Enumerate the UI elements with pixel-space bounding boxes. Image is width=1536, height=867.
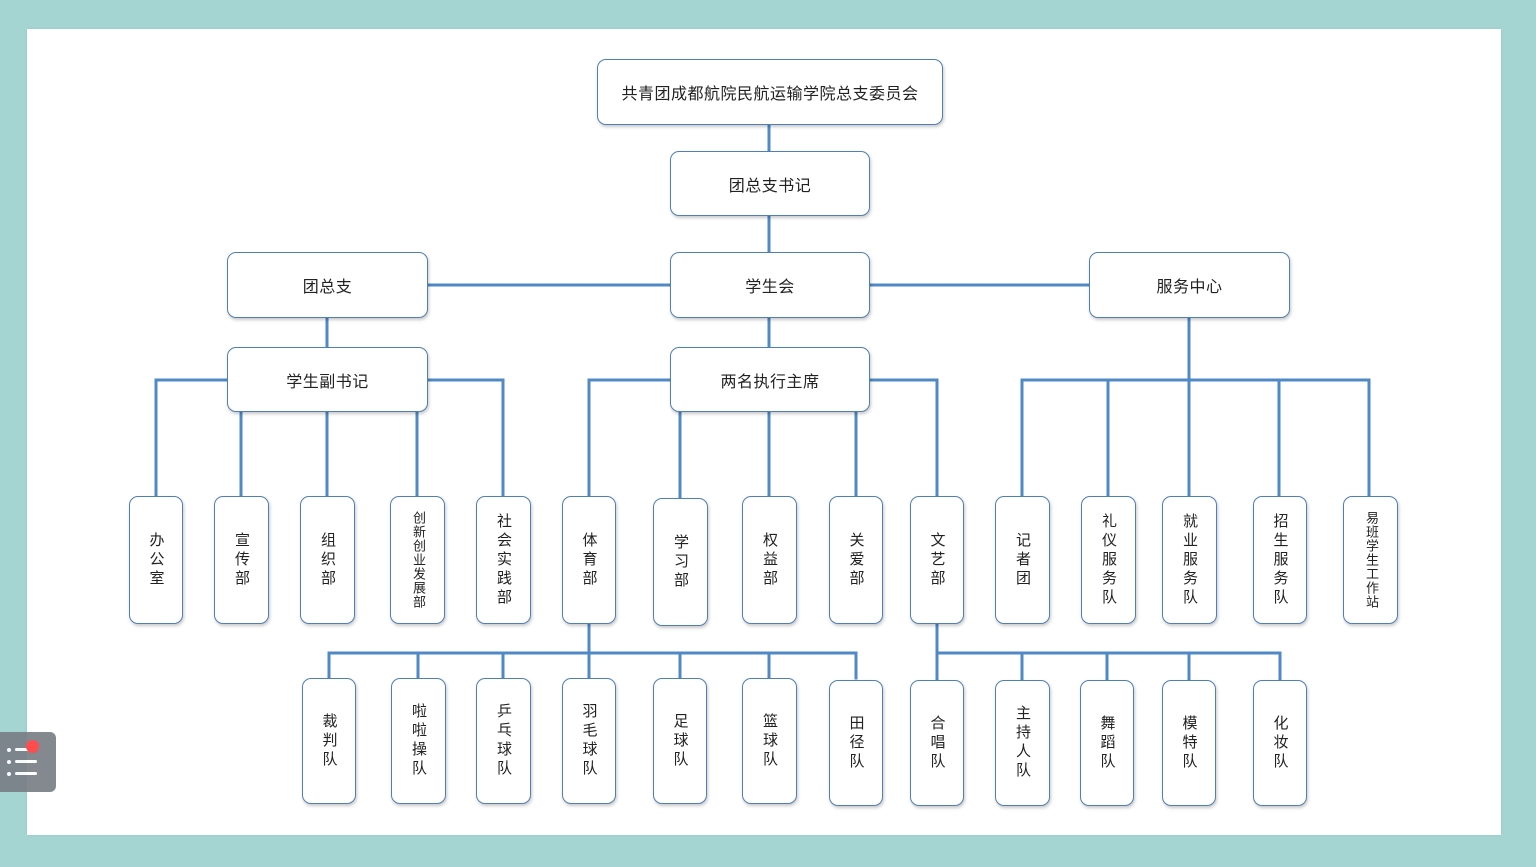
service-team-node: 记者团 <box>995 496 1050 624</box>
sports-team-label: 篮球队 <box>761 712 779 770</box>
service-team-node: 就业服务队 <box>1162 496 1217 624</box>
arts-team-label: 合唱队 <box>928 714 947 772</box>
sports-team-node: 啦啦操队 <box>391 678 446 804</box>
sports-team-node: 裁判队 <box>302 678 356 804</box>
executive-chairs-node: 两名执行主席 <box>670 347 870 412</box>
sports-team-label: 羽毛球队 <box>580 703 599 779</box>
department-label: 社会实践部 <box>495 512 513 608</box>
committee-title: 共青团成都航院民航运输学院总支委员会 <box>621 84 919 103</box>
service-center-label: 服务中心 <box>1156 277 1223 296</box>
sports-team-label: 田径队 <box>847 714 866 772</box>
arts-team-node: 主持人队 <box>995 680 1050 806</box>
student-union-label: 学生会 <box>745 277 795 296</box>
department-node: 办公室 <box>129 496 183 624</box>
department-label: 权益部 <box>761 531 779 589</box>
department-node: 组织部 <box>300 496 355 624</box>
department-label: 学习部 <box>672 533 690 591</box>
arts-team-label: 主持人队 <box>1014 705 1032 781</box>
sports-team-label: 啦啦操队 <box>410 703 428 779</box>
executive-chairs-label: 两名执行主席 <box>720 371 820 391</box>
department-node: 关爱部 <box>829 496 883 624</box>
sports-team-node: 篮球队 <box>742 678 797 804</box>
vice-secretary-node: 学生副书记 <box>227 347 428 412</box>
secretary-node: 团总支书记 <box>670 151 870 216</box>
service-team-label: 就业服务队 <box>1181 512 1199 608</box>
sports-team-label: 乒乓球队 <box>495 703 513 779</box>
sports-team-node: 田径队 <box>829 680 883 806</box>
sports-team-node: 羽毛球队 <box>562 678 616 804</box>
arts-team-node: 化妆队 <box>1253 680 1307 806</box>
department-node: 体育部 <box>562 496 616 624</box>
arts-team-node: 合唱队 <box>910 680 964 806</box>
sports-team-label: 足球队 <box>671 712 690 770</box>
arts-team-node: 舞蹈队 <box>1080 680 1134 806</box>
service-team-node: 易班学生工作站 <box>1343 496 1398 624</box>
service-team-label: 记者团 <box>1014 531 1032 589</box>
service-team-label: 礼仪服务队 <box>1100 512 1118 608</box>
service-center-node: 服务中心 <box>1089 252 1290 318</box>
department-node: 文艺部 <box>910 496 964 624</box>
branch-label: 团总支 <box>302 277 353 296</box>
vice-secretary-label: 学生副书记 <box>286 371 369 391</box>
arts-team-label: 模特队 <box>1180 714 1199 772</box>
department-node: 权益部 <box>742 496 797 624</box>
service-team-node: 礼仪服务队 <box>1081 496 1136 624</box>
sports-team-node: 足球队 <box>653 678 707 804</box>
committee-title-node: 共青团成都航院民航运输学院总支委员会 <box>597 59 943 125</box>
department-label: 关爱部 <box>847 531 866 589</box>
arts-team-node: 模特队 <box>1162 680 1216 806</box>
department-node: 学习部 <box>653 498 708 626</box>
sports-team-label: 裁判队 <box>320 712 339 770</box>
secretary-label: 团总支书记 <box>728 175 812 195</box>
branch-node: 团总支 <box>227 252 428 318</box>
department-node: 社会实践部 <box>476 496 531 624</box>
department-label: 组织部 <box>319 531 337 589</box>
department-label: 创新创业发展部 <box>410 511 425 609</box>
department-node: 创新创业发展部 <box>390 496 445 624</box>
student-union-node: 学生会 <box>670 252 870 318</box>
arts-team-label: 化妆队 <box>1271 714 1290 772</box>
department-label: 文艺部 <box>928 531 947 589</box>
notification-badge <box>26 740 39 753</box>
department-node: 宣传部 <box>214 496 269 624</box>
arts-team-label: 舞蹈队 <box>1098 714 1117 772</box>
sports-team-node: 乒乓球队 <box>476 678 531 804</box>
department-label: 宣传部 <box>233 531 251 589</box>
service-team-node: 招生服务队 <box>1253 496 1307 624</box>
department-label: 办公室 <box>147 531 166 589</box>
service-team-label: 易班学生工作站 <box>1363 511 1378 609</box>
service-team-label: 招生服务队 <box>1271 512 1290 608</box>
department-label: 体育部 <box>580 531 599 589</box>
